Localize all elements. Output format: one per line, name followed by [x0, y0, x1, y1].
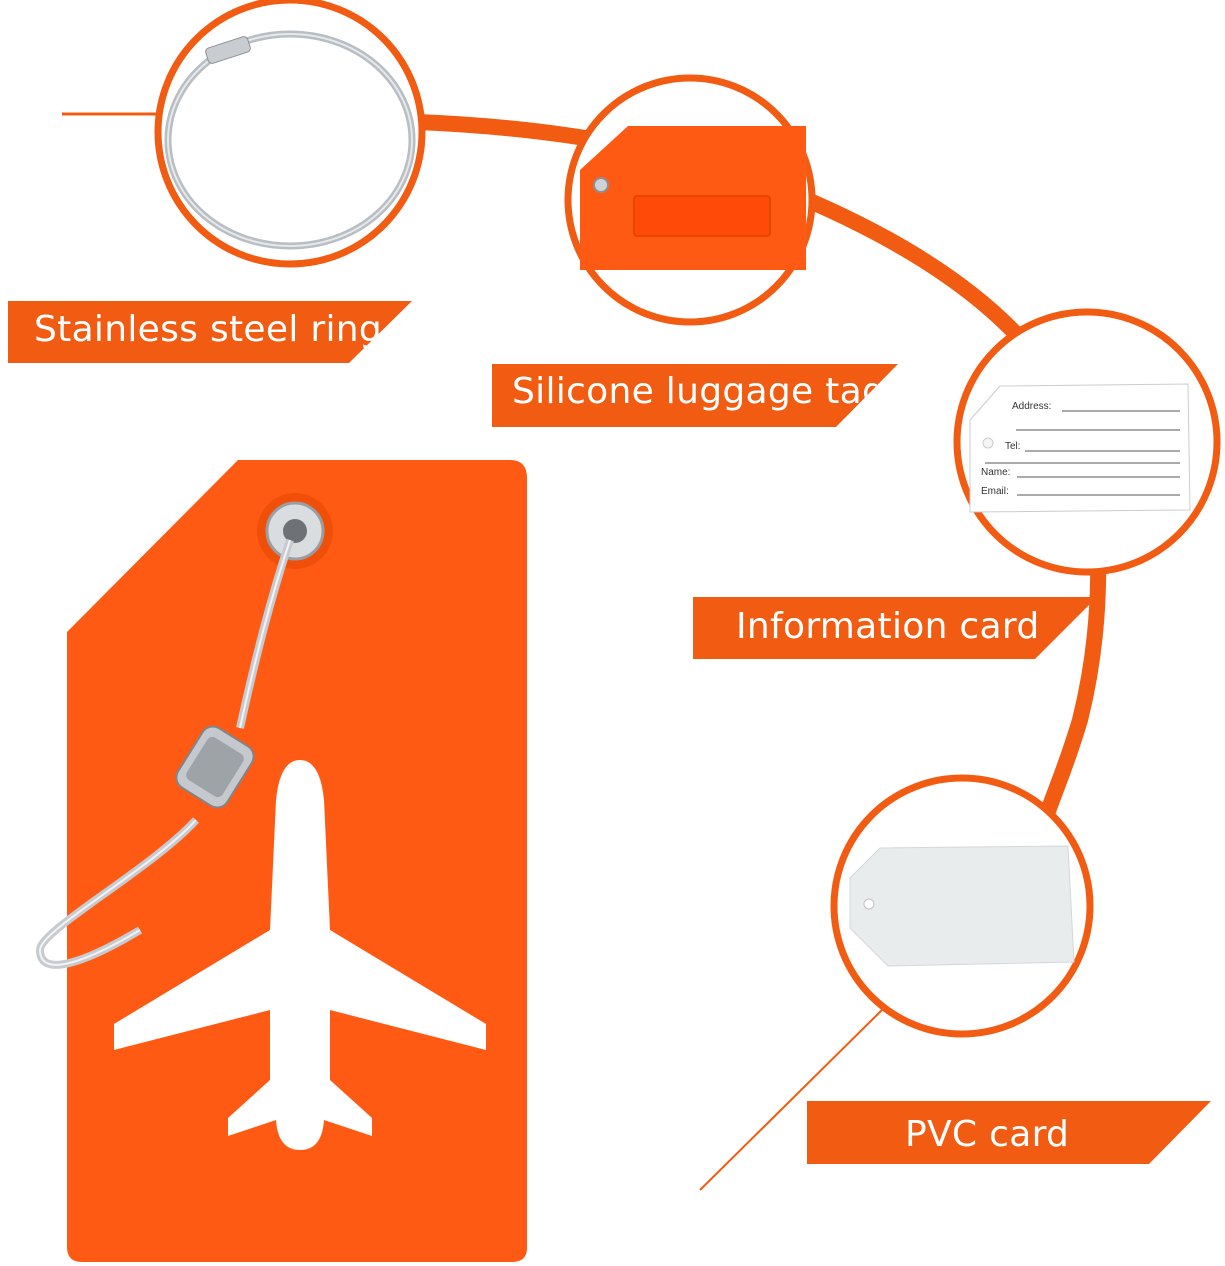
- info-card-name: Name:: [981, 467, 1011, 478]
- label-info: Information card: [736, 606, 1040, 647]
- label-ring: Stainless steel ring: [34, 309, 383, 350]
- luggage-tag-icon: [564, 74, 816, 326]
- airplane-icon: [114, 760, 486, 1150]
- info-card-address: Address:: [1012, 401, 1052, 412]
- steel-wire: [35, 538, 294, 969]
- banner-tag: [492, 364, 898, 427]
- steel-ring-icon: [154, 0, 426, 268]
- pvc-card-icon: [830, 774, 1094, 1038]
- label-pvc: PVC card: [905, 1114, 1070, 1155]
- banner-info: [693, 597, 1097, 659]
- information-card-icon: [953, 308, 1221, 576]
- banner-ring: [8, 301, 412, 363]
- info-card-email: Email:: [981, 486, 1009, 497]
- label-tag: Silicone luggage tag: [512, 371, 886, 412]
- connector-line-bottom: [699, 1005, 887, 1191]
- info-card-tel: Tel:: [1005, 441, 1021, 452]
- banner-pvc: [807, 1101, 1211, 1164]
